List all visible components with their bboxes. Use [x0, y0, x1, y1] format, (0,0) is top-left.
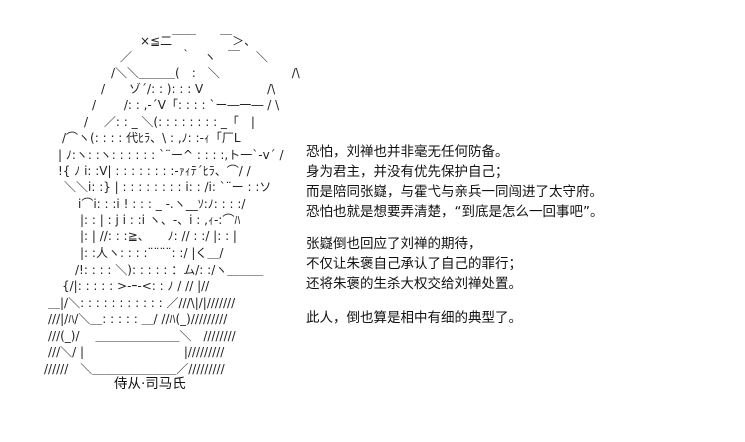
art-line: | ﾉ:ヽ: :ヽ: : : : : : `¨ー^ : : : :,ト一`-v´…: [58, 148, 284, 162]
caption-line: 不仅让朱褒自己承认了自己的罪行；: [306, 256, 522, 272]
art-line: ///|/ﾊ/＼＿: : : : : ＿/ //ﾊ(_)/////////: [48, 312, 228, 326]
art-line: / /: : ,-´V「: : : : `ー―一― / \: [92, 98, 280, 112]
caption-line: 此人，倒也算是相中有细的典型了。: [306, 310, 522, 326]
nameplate-label: 侍从·司马氏: [114, 376, 186, 392]
art-line: /!: : : : ＼): : : : : ：ム/: :/ヽ＿＿＿: [75, 263, 264, 277]
art-line: ///＼/ | |/////////: [48, 345, 225, 359]
caption-line: 张嶷倒也回应了刘禅的期待，: [306, 236, 482, 252]
art-line: /⌒ヽ(: : : : 代ﾋﾗ、\ : ,ﾉ: :-ｨ「厂L: [62, 131, 241, 145]
art-line: / ゾ´/: : ): : : V /\: [101, 82, 276, 96]
art-line: /＼＼＿＿＿( : ＼ /\: [111, 66, 300, 80]
caption-line: 而是陪同张嶷，与霍弋与亲兵一同闯进了太守府。: [306, 184, 603, 200]
caption-line: 身为君主，并没有优先保护自己；: [306, 164, 509, 180]
art-line: ×≦二￣￣ ￣＞、: [140, 34, 257, 48]
art-line: ＼＼i: :} | : : : : : : : : i: : /i: `¨ー :…: [64, 180, 272, 194]
art-line: ///(_)/ ＿＿＿＿＿＿＿＼ ////////: [48, 329, 236, 343]
art-line: ＿|/＼: : : : : : : : : : : ／///\|/|//////…: [48, 296, 236, 310]
art-line: ／ ｀ ヽ ￣ ＼: [120, 50, 268, 64]
art-line: / ／: : _ ＼(: : : : : : : : _「 |: [84, 115, 255, 129]
caption-line: 恐怕也就是想要弄清楚，“到底是怎么一回事吧”。: [306, 204, 604, 220]
caption-line: 还将朱褒的生杀大权交给刘禅处置。: [306, 276, 522, 292]
art-line: {/|: : : : : >-ｰ-<: : ﾉ / // |//: [62, 279, 210, 293]
art-line: |: | //: : :≧、 ﾉ: // : :/ |: : |: [80, 229, 237, 243]
art-line: ////// ＼＿＿＿＿＿＿＿／/////////: [44, 362, 225, 376]
art-line: i⌒i: : :i ! : : : _ -.ヽ__ｿ:ﾉ: : : :/: [78, 197, 246, 211]
art-line: |: :人ヽ: : : :¨¨¨¨: :/ |く＿/: [80, 246, 224, 260]
art-line: !{ ﾉ i: :V| : : : : : : : :-ｧｨﾃ´ﾋﾗ、⌒/ /: [58, 164, 251, 178]
art-line: |: : | : j i : :i ヽ、-、i : ,ｨ‐:⌒ﾊ: [80, 213, 241, 227]
caption-line: 恐怕，刘禅也并非毫无任何防备。: [306, 144, 509, 160]
